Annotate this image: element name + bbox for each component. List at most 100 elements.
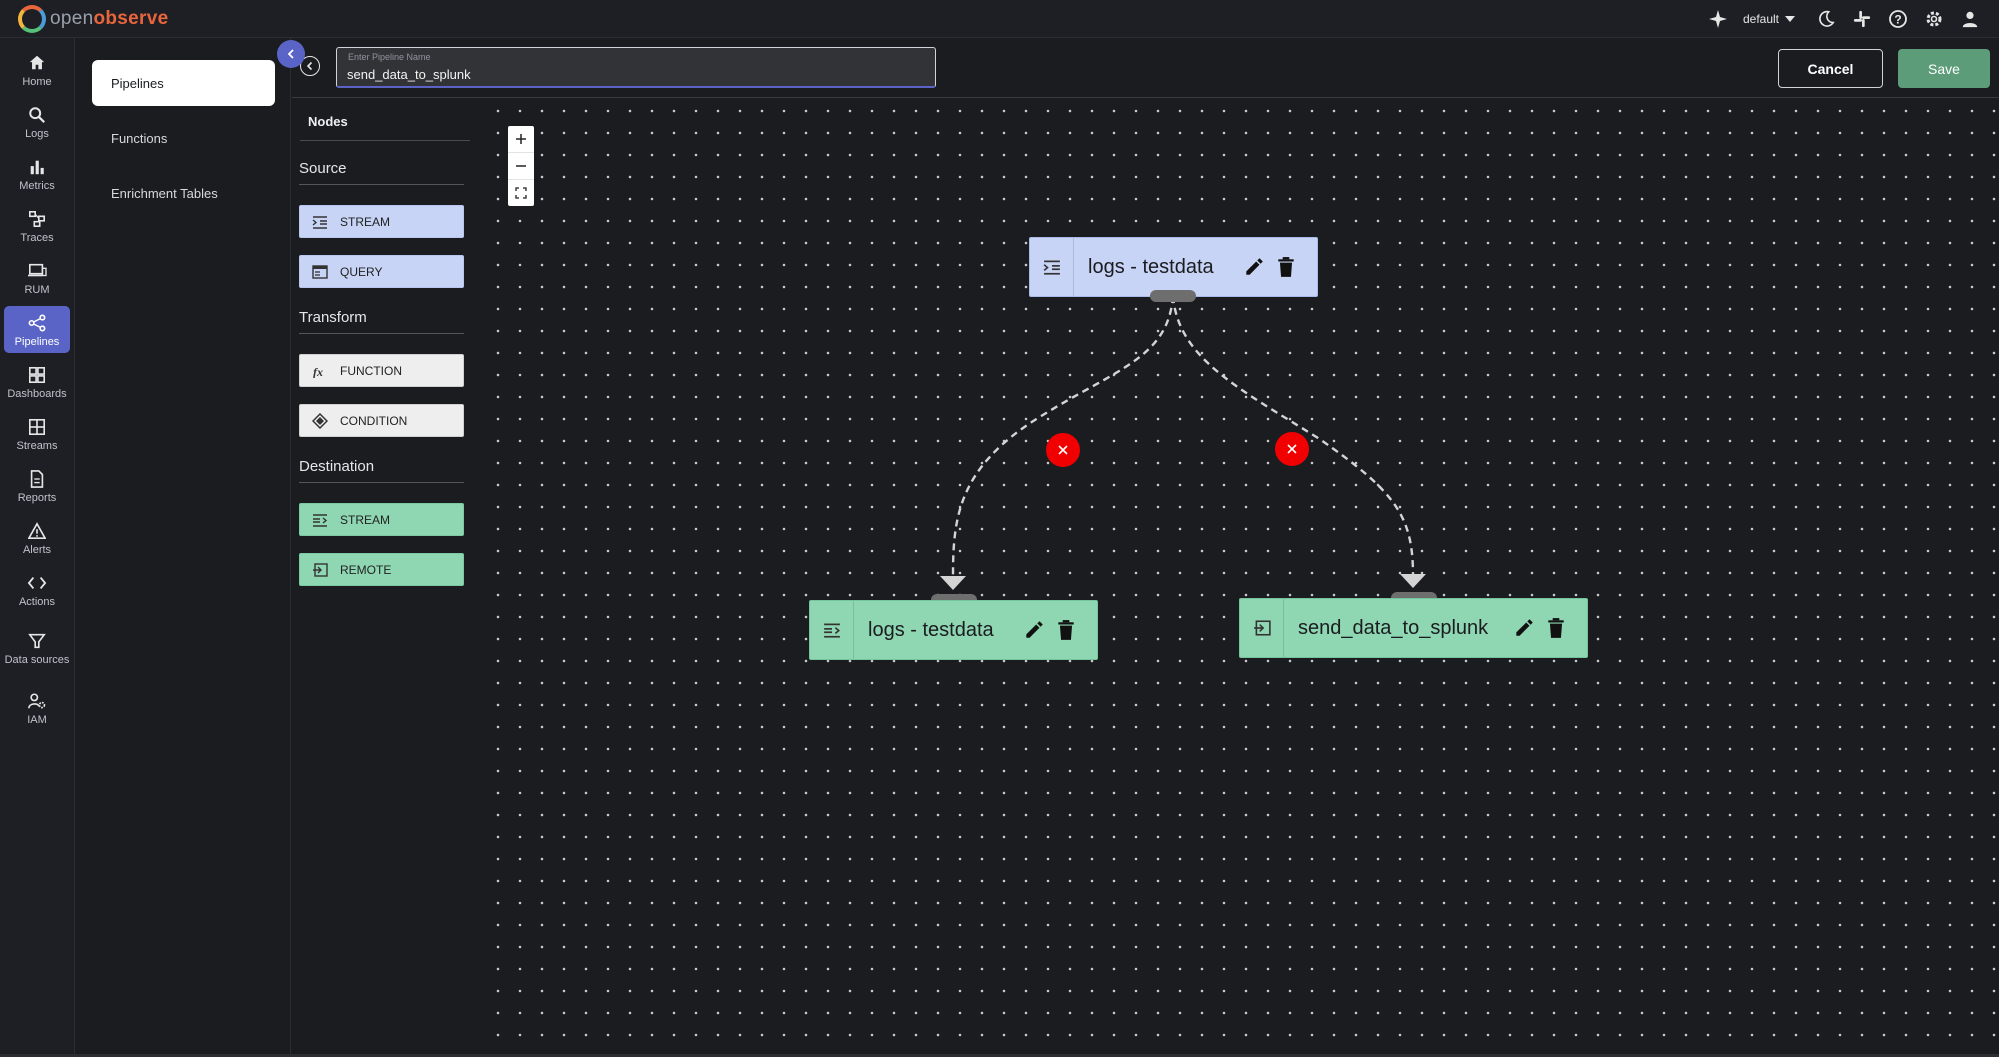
chevron-down-icon (1785, 16, 1795, 22)
nav-rum[interactable]: RUM (4, 254, 70, 301)
org-selector[interactable]: default (1743, 12, 1795, 26)
nav-streams[interactable]: Streams (4, 410, 70, 457)
nav-reports[interactable]: Reports (4, 462, 70, 509)
palette-label: STREAM (340, 214, 391, 229)
palette-source-stream[interactable]: STREAM (299, 205, 464, 238)
palette-transform-function[interactable]: fx FUNCTION (299, 354, 464, 387)
edit-pencil-icon[interactable] (1513, 617, 1535, 639)
destination-node-remote[interactable]: send_data_to_splunk (1239, 598, 1588, 658)
svg-text:?: ? (1894, 13, 1901, 27)
palette-label: CONDITION (340, 413, 408, 428)
pipeline-canvas[interactable]: logs - testdata logs - testdata send_dat… (478, 98, 1999, 1057)
remote-icon (1240, 599, 1284, 657)
condition-diamond-icon (300, 412, 340, 429)
palette-label: REMOTE (340, 562, 392, 577)
user-avatar-icon[interactable] (1959, 8, 1981, 30)
nav-home[interactable]: Home (4, 46, 70, 93)
function-fx-icon: fx (300, 364, 340, 378)
ai-sparkle-icon[interactable] (1707, 8, 1729, 30)
cancel-button[interactable]: Cancel (1778, 49, 1883, 88)
nav-data-sources[interactable]: Data sources (4, 618, 70, 678)
top-bar: openobserve default ? (0, 0, 1999, 38)
palette-label: FUNCTION (340, 363, 402, 378)
tab-underline (300, 140, 470, 141)
settings-gear-icon[interactable] (1923, 8, 1945, 30)
palette-label: STREAM (340, 512, 391, 527)
subnav-enrichment-tables[interactable]: Enrichment Tables (111, 185, 218, 201)
collapse-sidebar-button[interactable] (277, 40, 305, 68)
close-icon (1058, 445, 1068, 455)
pipeline-editor-header: Enter Pipeline Name Cancel Save (292, 38, 1999, 98)
source-section-title: Source (299, 160, 347, 177)
top-right-tools: default ? (1707, 7, 1981, 31)
delete-edge-button[interactable] (1275, 432, 1309, 466)
delete-trash-icon[interactable] (1277, 256, 1295, 278)
edge-arrow (940, 576, 966, 590)
home-icon (26, 52, 48, 74)
main-nav: Home Logs Metrics Traces RUM Pipelines D… (0, 38, 75, 1057)
delete-trash-icon[interactable] (1547, 617, 1565, 639)
zoom-controls (508, 126, 534, 206)
remote-icon (300, 562, 340, 577)
back-button[interactable] (300, 56, 320, 76)
pipeline-name-field[interactable]: Enter Pipeline Name (336, 47, 936, 88)
devices-icon (26, 260, 48, 282)
bar-chart-icon (26, 156, 48, 178)
nav-traces[interactable]: Traces (4, 202, 70, 249)
pipelines-subnav: Pipelines Functions Enrichment Tables (76, 38, 291, 1057)
tab-nodes[interactable]: Nodes (308, 114, 348, 129)
fit-view-button[interactable] (508, 180, 534, 206)
save-button[interactable]: Save (1898, 49, 1990, 88)
nav-alerts[interactable]: Alerts (4, 514, 70, 561)
palette-label: QUERY (340, 264, 383, 279)
palette-transform-condition[interactable]: CONDITION (299, 404, 464, 437)
source-output-handle[interactable] (1150, 290, 1196, 302)
nav-iam[interactable]: IAM (4, 684, 70, 731)
node-label: logs - testdata (868, 618, 994, 641)
dashboard-icon (26, 364, 48, 386)
nav-logs[interactable]: Logs (4, 98, 70, 145)
logo-text: openobserve (50, 8, 169, 29)
app-logo[interactable]: openobserve (18, 5, 169, 33)
theme-toggle-moon-icon[interactable] (1815, 8, 1837, 30)
destination-section-title: Destination (299, 458, 375, 475)
edge-arrow (1400, 574, 1426, 588)
stream-output-icon (810, 601, 854, 659)
nav-actions[interactable]: Actions (4, 566, 70, 613)
nav-dashboards[interactable]: Dashboards (4, 358, 70, 405)
edit-pencil-icon[interactable] (1243, 256, 1265, 278)
chevron-left-icon (287, 49, 294, 59)
pipeline-name-label: Enter Pipeline Name (348, 52, 431, 62)
close-icon (1287, 444, 1297, 454)
svg-text:fx: fx (313, 365, 323, 378)
grid-icon (26, 416, 48, 438)
zoom-in-button[interactable] (508, 126, 534, 153)
help-icon[interactable]: ? (1887, 8, 1909, 30)
stream-input-icon (1030, 238, 1074, 296)
source-node[interactable]: logs - testdata (1029, 237, 1318, 297)
pipeline-name-input[interactable] (347, 65, 917, 83)
node-actions (1513, 617, 1565, 639)
edit-pencil-icon[interactable] (1023, 619, 1045, 641)
warning-icon (26, 520, 48, 542)
plus-icon (516, 134, 526, 144)
slack-icon[interactable] (1851, 8, 1873, 30)
node-actions (1243, 256, 1295, 278)
nav-pipelines[interactable]: Pipelines (4, 306, 70, 353)
nav-metrics[interactable]: Metrics (4, 150, 70, 197)
zoom-out-button[interactable] (508, 153, 534, 180)
palette-destination-remote[interactable]: REMOTE (299, 553, 464, 586)
subnav-functions[interactable]: Functions (111, 130, 168, 146)
minus-icon (516, 165, 526, 167)
delete-trash-icon[interactable] (1057, 619, 1075, 641)
logo-icon (18, 5, 46, 33)
palette-source-query[interactable]: QUERY (299, 255, 464, 288)
destination-node-stream[interactable]: logs - testdata (809, 600, 1098, 660)
filter-icon (26, 630, 48, 652)
fullscreen-icon (515, 187, 527, 199)
node-label: send_data_to_splunk (1298, 616, 1489, 639)
subnav-pipelines[interactable]: Pipelines (92, 60, 275, 106)
search-icon (26, 104, 48, 126)
delete-edge-button[interactable] (1046, 433, 1080, 467)
palette-destination-stream[interactable]: STREAM (299, 503, 464, 536)
